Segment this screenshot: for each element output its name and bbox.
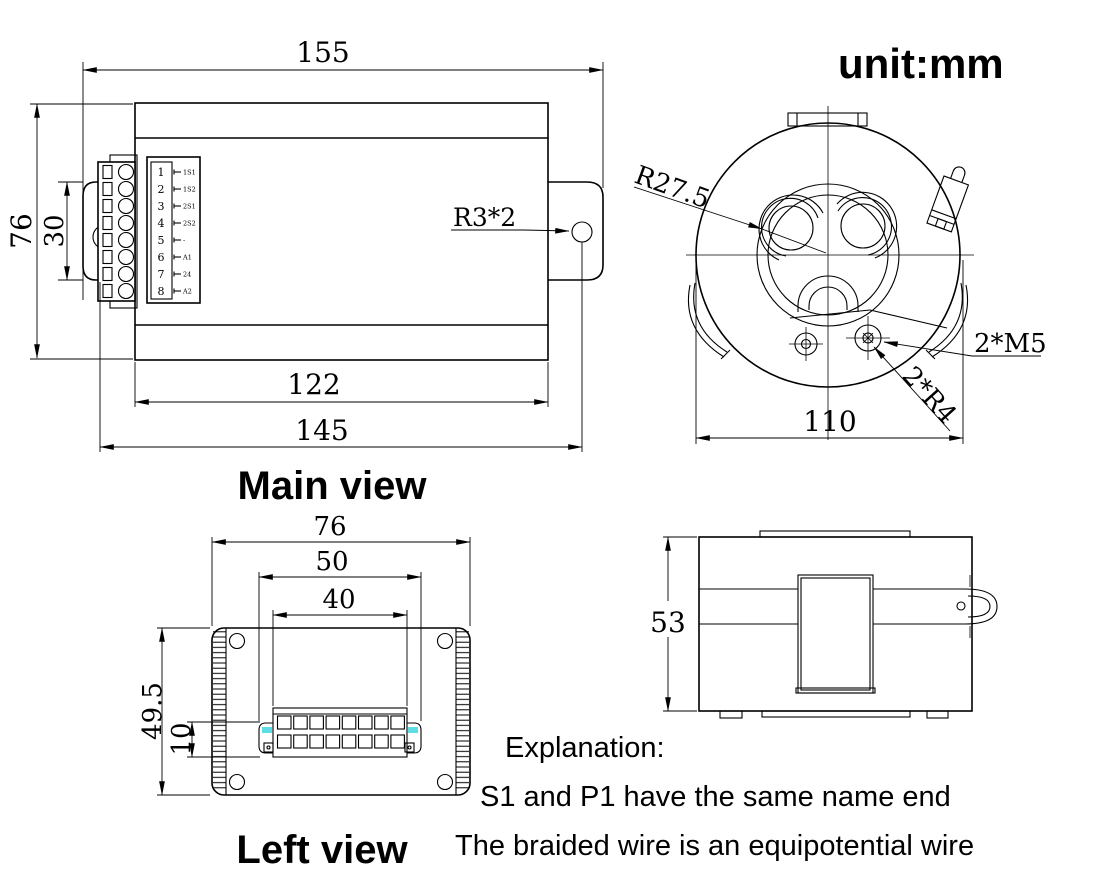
pin-label: A1 <box>182 254 192 262</box>
dim-76-left: 76 <box>313 512 346 542</box>
dim-40: 40 <box>322 585 355 615</box>
main-view: 1 2 3 4 5 6 7 8 1S1 1S2 2S1 2S2 - A1 24 … <box>5 36 604 508</box>
side-view-dimensions: 53 <box>650 536 697 712</box>
pin-label: 2S2 <box>183 220 196 228</box>
fin-strip-right <box>456 631 469 792</box>
clamp-inner-ring <box>767 194 889 316</box>
wire-hole-left <box>768 205 814 251</box>
clamp-band-arcs <box>687 282 969 360</box>
main-view-dimensions: 155 76 30 122 145 R3*2 <box>5 36 604 452</box>
corner-hole <box>436 773 454 791</box>
connector-wing-left <box>258 722 273 754</box>
corner-hole <box>228 632 246 650</box>
front-round-view: R27.5 2*M5 2*R4 110 unit:mm <box>631 40 1047 444</box>
probe-tip-hole <box>956 601 966 611</box>
latch-screw-left <box>263 742 274 753</box>
dim-2xm5: 2*M5 <box>974 329 1047 359</box>
corner-hole <box>228 773 246 791</box>
unit-note: unit:mm <box>838 40 1004 87</box>
dim-53: 53 <box>650 606 686 639</box>
dim-122: 122 <box>287 368 340 401</box>
center-block-inner <box>800 577 871 691</box>
explanation-line1: S1 and P1 have the same name end <box>480 781 951 813</box>
housing-circle <box>695 122 961 388</box>
pin-label: 1S2 <box>183 186 196 194</box>
dim-2xr4: 2*R4 <box>896 361 962 430</box>
left-view-body <box>211 627 471 796</box>
center-block-outer <box>797 574 874 694</box>
pin-label: 24 <box>183 271 191 279</box>
pin-number: 4 <box>158 217 165 230</box>
bottom-arch-inner <box>808 286 848 310</box>
pin-label: 1S1 <box>183 169 196 177</box>
wire-hole-right <box>840 203 886 249</box>
latch-mark-left <box>262 727 272 733</box>
latch-mark-right <box>408 727 418 733</box>
explanation-heading: Explanation: <box>505 732 665 764</box>
dim-49-5: 49.5 <box>138 682 168 740</box>
terminal-connector-face <box>258 707 422 758</box>
pin-number-column <box>150 161 173 300</box>
dim-145: 145 <box>295 414 348 447</box>
dim-r27-5: R27.5 <box>631 160 714 215</box>
right-mount-hole <box>571 221 593 243</box>
left-view-title: Left view <box>236 828 408 872</box>
side-connector-plug <box>926 166 970 233</box>
main-view-title: Main view <box>238 464 428 508</box>
pin-number: 8 <box>158 285 165 298</box>
pin-number: 6 <box>158 251 165 264</box>
side-view: 53 <box>650 530 998 719</box>
screw-hole-right <box>846 316 890 360</box>
top-tab <box>787 112 868 127</box>
pin-number: 2 <box>158 183 165 196</box>
foot-right <box>926 710 949 719</box>
dim-110: 110 <box>803 405 856 438</box>
pin-number: 3 <box>158 200 165 213</box>
dim-155: 155 <box>296 36 349 69</box>
pin-label: 2S1 <box>183 203 196 211</box>
top-strip <box>759 530 911 538</box>
left-view: 76 50 40 49.5 10 Left view <box>138 512 471 872</box>
latch-screw-right <box>404 742 415 753</box>
pin-number: 7 <box>158 268 165 281</box>
pin-labels: 1S1 1S2 2S1 2S2 - A1 24 A2 <box>182 169 196 296</box>
fin-strip-left <box>213 631 226 792</box>
probe-nose <box>964 588 998 625</box>
connector-wing-right <box>407 722 422 754</box>
terminal-block <box>97 161 136 302</box>
dim-76: 76 <box>5 213 38 249</box>
pin-label: - <box>183 237 185 245</box>
pin-label-box <box>146 156 201 304</box>
foot-left <box>719 710 743 719</box>
bottom-strip <box>761 710 911 718</box>
note-r3x2: R3*2 <box>453 203 516 232</box>
dim-10: 10 <box>167 722 197 755</box>
dim-50: 50 <box>315 547 348 577</box>
bottom-arch-outer <box>797 275 859 312</box>
pin-numbers: 1 2 3 4 5 6 7 8 <box>158 166 165 298</box>
screw-hole-left <box>789 327 823 361</box>
dim-30: 30 <box>40 214 70 247</box>
clamp-bottom-flat <box>789 309 871 319</box>
pin-number: 5 <box>158 234 165 247</box>
left-view-dimensions: 76 50 40 49.5 10 <box>138 512 471 796</box>
pin-label: A2 <box>182 288 192 296</box>
pin-number: 1 <box>158 166 165 179</box>
clamp-outer-ring <box>756 183 900 327</box>
right-mount-ear <box>548 181 604 281</box>
explanation-line2: The braided wire is an equipotential wir… <box>455 830 974 862</box>
corner-hole <box>436 632 454 650</box>
center-block-base <box>795 687 876 694</box>
explanation-notes: Explanation: S1 and P1 have the same nam… <box>455 732 974 862</box>
